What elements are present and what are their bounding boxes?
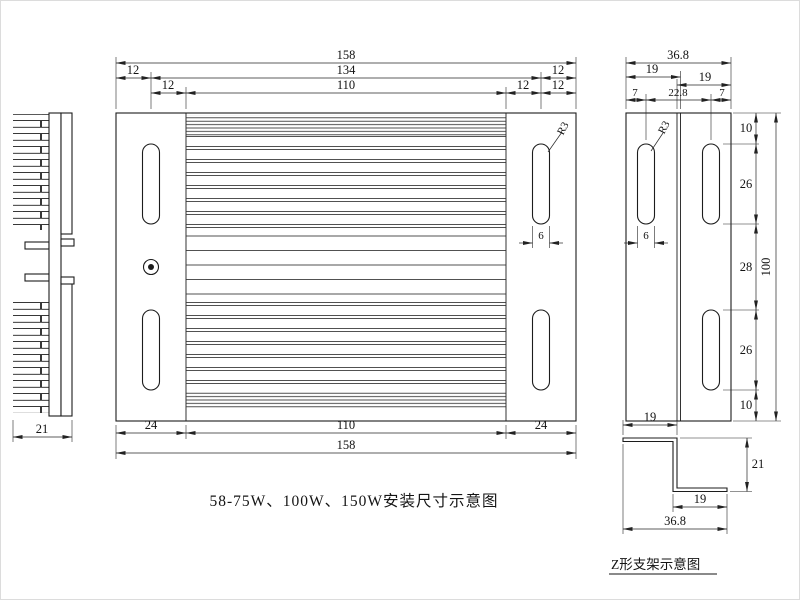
z-bracket-label: Z形支架示意图 xyxy=(611,556,700,572)
dim-corner-radius: R3 xyxy=(656,119,673,136)
profile-mid-fin xyxy=(24,273,50,282)
dim-z-bottom-flange: 19 xyxy=(694,492,707,506)
z-bracket-dimensions: 19 21 19 36.8 Z形支架示意图 xyxy=(609,410,765,575)
side-view-dimensions: 36.8 19 19 7 22.8 7 R3 6 10 26 28 26 xyxy=(624,48,781,422)
z-bracket-view xyxy=(622,437,728,493)
dim-z-top-flange: 19 xyxy=(644,410,657,424)
dim-fin-span-top: 110 xyxy=(337,78,355,92)
fin-lines xyxy=(186,391,506,408)
profile-base-top xyxy=(60,112,73,235)
mounting-slot xyxy=(531,309,551,391)
fin-lines xyxy=(186,233,506,301)
dim-slot-to-edge-right-2: 12 xyxy=(552,78,565,92)
dim-overall-height: 100 xyxy=(759,258,773,277)
dim-flange-right: 24 xyxy=(535,418,548,432)
profile-width-dim: 21 xyxy=(36,422,49,436)
main-top-view xyxy=(115,112,577,422)
dim-fin-span-bottom: 110 xyxy=(337,418,355,432)
dim-slot-width: 6 xyxy=(538,230,544,242)
dim-seg-top-26: 26 xyxy=(740,177,753,191)
center-hole-dot xyxy=(148,264,154,270)
profile-dimensions: 21 xyxy=(12,420,73,442)
dim-overall-width-top: 158 xyxy=(337,48,356,62)
dim-seg-bottom-26: 26 xyxy=(740,343,753,357)
mounting-slot xyxy=(701,309,721,391)
dim-slot-width: 6 xyxy=(643,230,649,242)
profile-spine xyxy=(48,112,62,417)
profile-clip-jaw xyxy=(60,238,75,247)
side-view xyxy=(625,112,732,422)
dim-z-height: 21 xyxy=(752,457,765,471)
dim-z-overall-width: 36.8 xyxy=(664,514,686,528)
dim-overall-width-bottom: 158 xyxy=(337,438,356,452)
dim-slot-span: 134 xyxy=(337,63,357,77)
profile-mid-fin xyxy=(24,241,50,250)
dim-seg-top-10: 10 xyxy=(740,121,753,135)
dim-slot-to-edge-right: 7 xyxy=(719,87,725,99)
dim-side-overall-width: 36.8 xyxy=(667,48,689,62)
center-hole xyxy=(142,258,160,276)
dim-edge-to-slot-left: 7 xyxy=(632,87,638,99)
fin-lines xyxy=(186,301,506,391)
main-outline xyxy=(115,112,577,422)
mounting-slot xyxy=(531,143,551,225)
dim-corner-radius: R3 xyxy=(555,120,572,137)
profile-clip-jaw xyxy=(60,276,75,285)
main-top-view-dimensions: 158 12 134 12 12 110 12 12 R3 6 24 xyxy=(115,48,577,459)
dim-slot-to-edge-right: 12 xyxy=(552,63,565,77)
dim-seg-mid-28: 28 xyxy=(740,260,753,274)
heatsink-profile-view xyxy=(13,112,75,417)
fin-lines xyxy=(186,136,506,233)
dim-step-to-right: 19 xyxy=(699,70,712,84)
dim-left-to-step: 19 xyxy=(646,62,659,76)
profile-base-bottom xyxy=(60,282,73,417)
mounting-slot xyxy=(701,143,721,225)
dim-slot-to-slot: 22.8 xyxy=(668,87,688,99)
mounting-slot xyxy=(141,143,161,225)
dim-flange-left: 24 xyxy=(145,418,158,432)
z-bracket-profile xyxy=(622,437,728,493)
dim-fin-to-slot-right: 12 xyxy=(517,78,530,92)
profile-fins-bottom xyxy=(13,300,50,413)
drawing-title: 58-75W、100W、150W安装尺寸示意图 xyxy=(209,491,498,510)
mounting-slot xyxy=(141,309,161,391)
fin-lines xyxy=(186,115,506,136)
dim-slot-to-fin-left: 12 xyxy=(162,78,175,92)
mounting-slot xyxy=(636,143,656,225)
dim-seg-bottom-10: 10 xyxy=(740,398,753,412)
side-outline xyxy=(625,112,732,422)
profile-fins-top xyxy=(13,114,50,230)
dim-edge-to-slot-left: 12 xyxy=(127,63,140,77)
